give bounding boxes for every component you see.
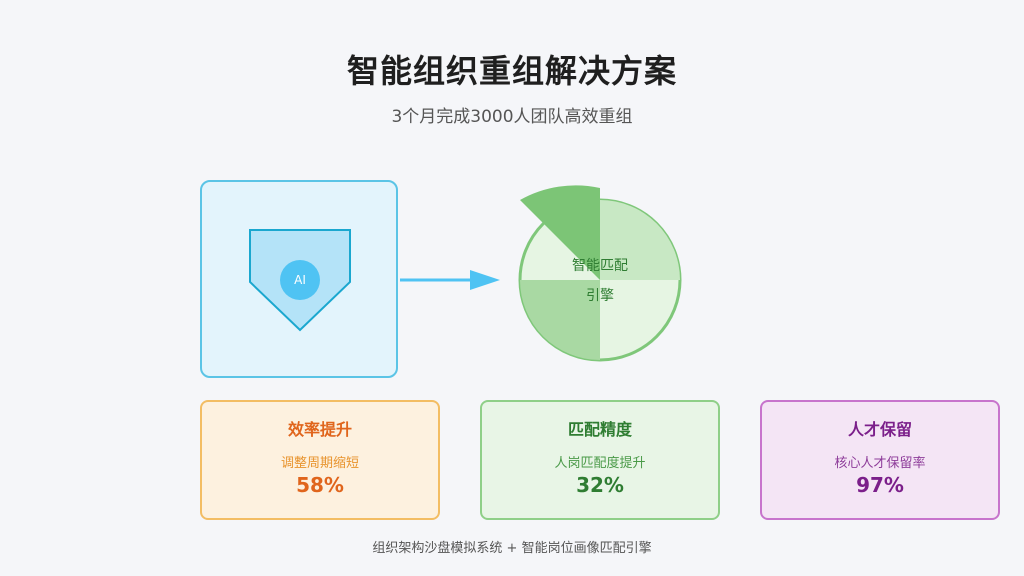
card-efficiency: 效率提升 调整周期缩短 58%: [200, 400, 440, 520]
page-title: 智能组织重组解决方案: [346, 52, 677, 90]
card-matching-desc: 人岗匹配度提升: [554, 456, 646, 471]
engine-label-line2: 引擎: [586, 288, 614, 304]
ai-badge-label: AI: [294, 273, 306, 287]
card-retention-desc: 核心人才保留率: [834, 456, 926, 471]
engine-highlight-slice: [520, 185, 600, 280]
card-efficiency-desc: 调整周期缩短: [280, 456, 359, 471]
flow-arrow-head-icon: [470, 270, 500, 290]
engine-label-line1: 智能匹配: [572, 258, 628, 274]
card-matching-value: 32%: [576, 473, 624, 497]
card-matching-title: 匹配精度: [567, 420, 632, 439]
card-retention-value: 97%: [856, 473, 904, 497]
card-matching: 匹配精度 人岗匹配度提升 32%: [480, 400, 720, 520]
ai-badge: [280, 260, 320, 300]
card-retention: 人才保留 核心人才保留率 97%: [760, 400, 1000, 520]
card-efficiency-value: 58%: [296, 473, 344, 497]
card-retention-title: 人才保留: [847, 420, 912, 439]
footer-caption: 组织架构沙盘模拟系统 + 智能岗位画像匹配引擎: [372, 541, 652, 556]
page-subtitle: 3个月完成3000人团队高效重组: [391, 107, 633, 127]
engine-quadrant-bottom-left: [520, 280, 600, 360]
card-efficiency-title: 效率提升: [287, 420, 352, 439]
engine-quadrant-top-right: [600, 200, 680, 280]
